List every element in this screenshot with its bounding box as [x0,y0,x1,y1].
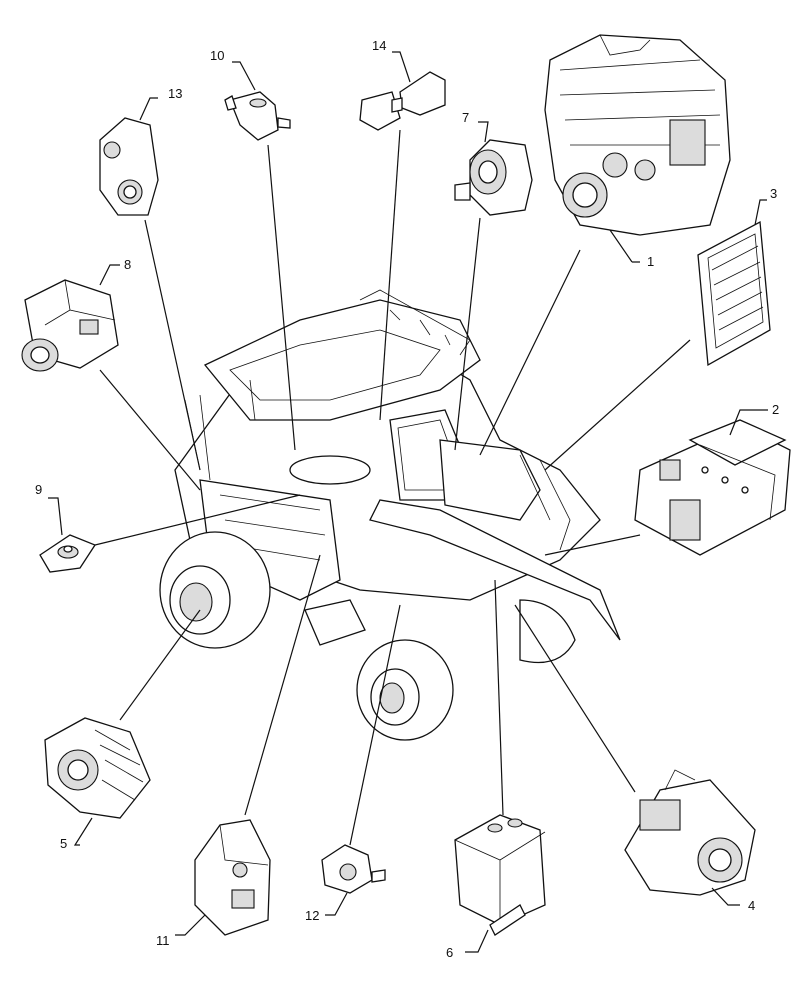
callout-12: 12 [305,908,319,923]
part-1-engine [544,34,731,236]
callout-8: 8 [124,257,131,272]
callout-1: 1 [647,254,654,269]
callout-3: 3 [770,186,777,201]
callout-5: 5 [60,836,67,851]
callout-labels: 1 2 3 4 5 6 7 8 9 10 11 12 13 14 [35,38,779,960]
part-12-gear-unit [321,844,386,894]
part-14-actuator [359,71,446,131]
part-2-control-unit [634,419,791,556]
part-11-housing [194,819,271,936]
part-5-gearbox [44,717,151,819]
part-7-pump [454,139,533,216]
callout-10: 10 [210,48,224,63]
part-8-housing [21,279,119,372]
leader-lines [48,51,768,953]
part-3-cooler [697,220,771,367]
harvester-machine [159,289,621,741]
part-13-gearcase [99,117,159,216]
callout-4: 4 [748,898,755,913]
part-9-sensor [39,534,96,573]
callout-2: 2 [772,402,779,417]
callout-14: 14 [372,38,386,53]
callout-6: 6 [446,945,453,960]
callout-11: 11 [156,933,170,948]
part-10-fitting [224,91,291,141]
part-6-tank [454,814,546,936]
callout-13: 13 [168,86,182,101]
callout-9: 9 [35,482,42,497]
part-4-drive-unit [624,769,756,896]
callout-7: 7 [462,110,469,125]
